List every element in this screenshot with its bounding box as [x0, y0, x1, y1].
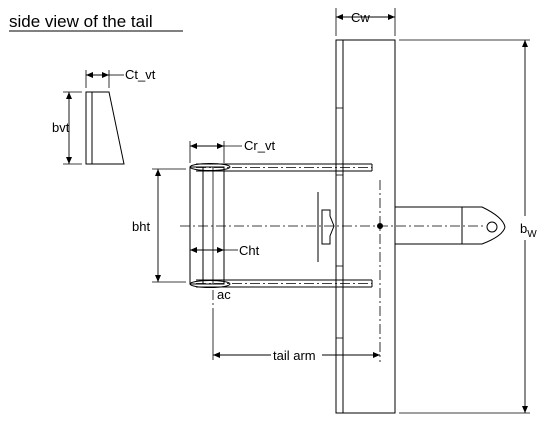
cg-point — [377, 223, 383, 229]
fuselage-pod — [395, 206, 506, 245]
main-wing: Cw — [335, 8, 396, 414]
cr-vt-label: Cr_vt — [244, 138, 275, 153]
vertical-tail-side-view: Ct_vt bvt — [52, 67, 156, 165]
propeller — [317, 192, 335, 262]
horizontal-tail-outline — [189, 166, 225, 285]
ct-vt-label: Ct_vt — [125, 67, 156, 82]
ac-label: ac — [217, 287, 231, 302]
bottom-vertical-fin — [189, 280, 231, 288]
propeller-hub — [321, 209, 335, 245]
nose-circle — [486, 221, 498, 233]
nose-cone — [462, 206, 506, 245]
tail-booms — [196, 163, 373, 288]
top-vertical-fin — [189, 163, 231, 171]
tail-arm-label: tail arm — [273, 348, 316, 363]
vertical-tail-outline — [85, 91, 125, 165]
cht-label: Cht — [239, 243, 260, 258]
horizontal-tail: Cr_vt Cht bht — [132, 138, 275, 288]
bvt-label: bvt — [52, 120, 70, 135]
cw-label: Cw — [351, 10, 370, 25]
diagram-title: side view of the tail — [9, 12, 153, 31]
wing-outline — [335, 39, 396, 414]
bht-label: bht — [132, 219, 150, 234]
bw-label: bW — [520, 221, 537, 240]
